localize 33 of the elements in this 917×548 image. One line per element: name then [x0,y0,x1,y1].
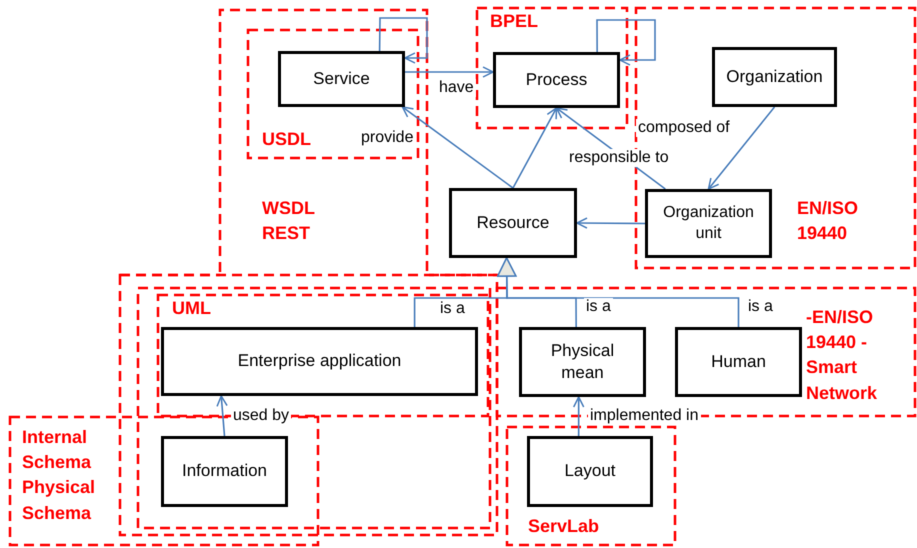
region-label: USDL [262,128,312,151]
class-box: Service [278,51,405,107]
class-box: Layout [527,436,653,507]
edge-label: provide [359,129,416,148]
edge-label: used by [231,407,292,426]
arrow [572,396,584,436]
class-box: Physical mean [519,327,646,397]
arrow [576,217,645,229]
class-box: Process [493,52,620,108]
edge-label: implemented in [588,407,700,426]
edge-label: composed of [636,119,732,138]
region-label: UML [172,297,212,320]
arrow [708,106,776,190]
arrow [512,107,558,188]
arrow [405,66,494,78]
arrow [378,17,428,64]
class-box: Organization [712,47,837,107]
class-box: Information [161,436,288,507]
class-box: Resource [449,188,577,258]
region-label: BPEL [490,10,540,33]
class-box: Organization unit [645,189,772,258]
region-label: Internal Schema Physical Schema [22,426,96,525]
class-box: Human [675,327,802,397]
region-label: EN/ISO 19440 [797,197,860,246]
edge-label: responsible to [567,149,671,168]
region-label: WSDL REST [262,197,316,246]
class-box: Enterprise application [161,327,478,396]
inheritance-arrow [497,257,740,327]
region-label: ServLab [528,515,600,538]
arrow [596,19,656,66]
arrow [402,106,514,189]
region-label: -EN/ISO 19440 -Smart Network [806,306,876,405]
arrow [216,395,228,436]
